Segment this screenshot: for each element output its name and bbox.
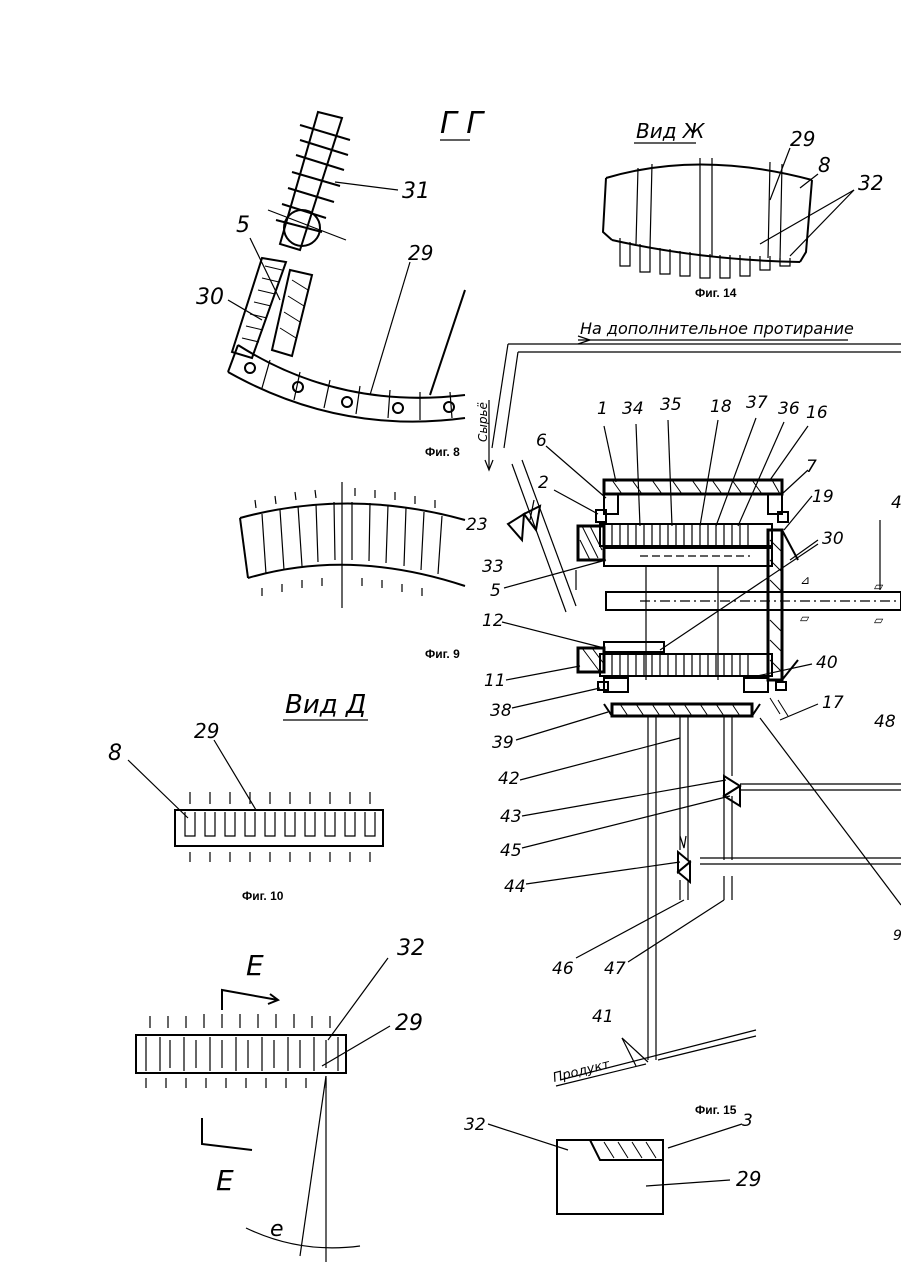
- fig15-label-7: 7: [806, 457, 817, 477]
- fig-e-drawing: E 32 29 E e: [136, 936, 425, 1262]
- fig14-caption: Фиг. 14: [695, 286, 737, 300]
- fig8-caption: Фиг. 8: [425, 445, 460, 459]
- fig15-label-12: 12: [482, 611, 504, 631]
- fig15-label-42: 42: [498, 769, 520, 789]
- fig15-top-label: На дополнительное протирание: [580, 319, 854, 338]
- section-g-title-text: Г Г: [440, 106, 485, 141]
- fig10-label-8: 8: [108, 741, 122, 766]
- fig15-label-35: 35: [660, 395, 682, 415]
- fig-detail-label-3: 3: [742, 1111, 753, 1131]
- fig15-label-39: 39: [492, 733, 514, 753]
- fig14-view-title: Вид Ж: [636, 119, 706, 143]
- fig15-label-33: 33: [482, 557, 504, 577]
- svg-text:⊿: ⊿: [800, 573, 810, 587]
- fig8-label-5: 5: [236, 213, 250, 238]
- fig-e-label-32: 32: [397, 936, 425, 961]
- fig15-label-45: 45: [500, 841, 522, 861]
- fig15-label-47: 47: [604, 959, 626, 979]
- fig8-drawing: 31 5 30 29 Фиг. 8: [196, 112, 465, 459]
- fig15-label-19: 19: [812, 487, 834, 507]
- fig15-label-48: 48: [874, 712, 896, 732]
- fig15-label-16: 16: [806, 403, 828, 423]
- fig10-drawing: Вид Д 8 29 Фиг. 10: [108, 690, 383, 903]
- fig9-drawing: Фиг. 9: [240, 482, 465, 661]
- fig15-label-30: 30: [822, 529, 844, 549]
- svg-text:▱: ▱: [874, 613, 884, 627]
- fig-e-label-e-bottom: E: [216, 1164, 234, 1197]
- fig-detail-drawing: 32 3 29: [464, 1111, 761, 1214]
- fig8-label-31: 31: [402, 179, 430, 204]
- fig15-label-5: 5: [490, 581, 501, 601]
- fig15-label-36: 36: [778, 399, 800, 419]
- fig15-label-11: 11: [484, 671, 506, 691]
- fig15-label-43: 43: [500, 807, 522, 827]
- section-g-title: Г Г: [440, 106, 485, 141]
- fig15-label-9: 9: [893, 928, 901, 944]
- fig14-label-32: 32: [858, 171, 883, 195]
- fig-detail-label-29: 29: [736, 1167, 761, 1191]
- fig15-label-34: 34: [622, 399, 644, 419]
- fig15-drawing: На дополнительное протирание Сырьё: [466, 319, 901, 1117]
- fig15-label-37: 37: [746, 393, 768, 413]
- fig-detail-label-32: 32: [464, 1115, 486, 1135]
- fig14-label-8: 8: [818, 153, 831, 177]
- fig15-product-label: Продукт: [551, 1057, 611, 1086]
- fig8-label-30: 30: [196, 285, 224, 310]
- fig14-label-29: 29: [790, 127, 815, 151]
- fig15-label-4: 4: [891, 493, 901, 513]
- fig15-caption: Фиг. 15: [695, 1103, 737, 1117]
- fig15-label-38: 38: [490, 701, 512, 721]
- fig-e-label-e-top: E: [246, 949, 264, 982]
- fig10-label-29: 29: [194, 719, 219, 743]
- fig15-label-46: 46: [552, 959, 574, 979]
- fig15-label-23: 23: [466, 515, 488, 535]
- fig15-label-41: 41: [592, 1007, 614, 1027]
- fig-e-angle-label: e: [270, 1217, 284, 1242]
- fig14-drawing: Вид Ж 29 8 32 Фиг. 14: [603, 119, 883, 300]
- fig15-label-40: 40: [816, 653, 838, 673]
- svg-text:▱: ▱: [874, 579, 884, 593]
- svg-text:▱: ▱: [800, 611, 810, 625]
- fig15-label-44: 44: [504, 877, 526, 897]
- fig8-label-29: 29: [408, 241, 433, 265]
- fig10-caption: Фиг. 10: [242, 889, 284, 903]
- fig15-label-6: 6: [536, 431, 547, 451]
- fig15-label-17: 17: [822, 693, 844, 713]
- fig9-caption: Фиг. 9: [425, 647, 460, 661]
- fig-e-label-29: 29: [395, 1011, 423, 1036]
- fig15-label-1: 1: [597, 399, 608, 419]
- fig10-view-title: Вид Д: [285, 690, 366, 720]
- fig15-raw-label: Сырьё: [476, 402, 490, 442]
- fig15-label-18: 18: [710, 397, 732, 417]
- fig15-label-2: 2: [538, 473, 549, 493]
